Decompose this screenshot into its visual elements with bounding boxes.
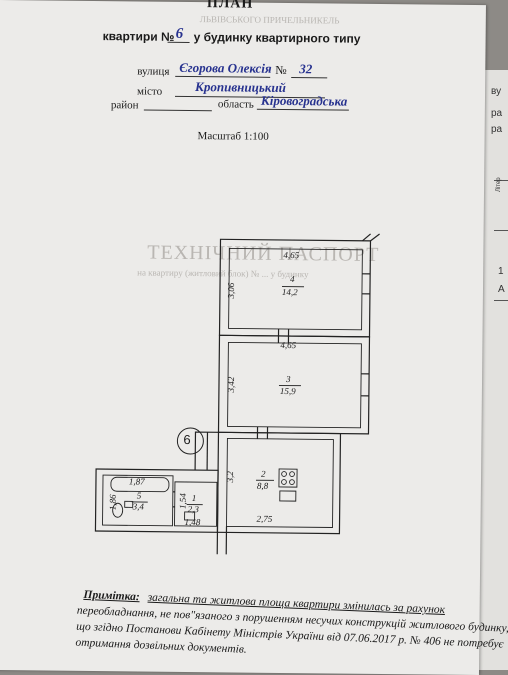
toilet-icon: [112, 502, 124, 518]
room2-area: 8,8: [256, 480, 269, 491]
stove-icon: [278, 468, 298, 488]
dim-room2-height: 3,2: [224, 471, 236, 483]
edge-text-2: ра: [491, 108, 503, 119]
wall-outline-wet: [94, 468, 219, 533]
dim-room5-width: 1,87: [128, 476, 145, 487]
room1-number: 1: [191, 493, 197, 504]
dim-top-width: 4,65: [283, 249, 300, 261]
dim-mid-width: 4,65: [280, 339, 297, 351]
flat-number-circle: [176, 427, 204, 455]
floor-plan: [94, 233, 380, 555]
edge-text-1: ву: [491, 86, 502, 97]
room1-area: 2,3: [187, 503, 199, 515]
dim-room1-height: 1,54: [177, 493, 188, 509]
edge-text-3: ра: [491, 124, 503, 135]
room5-number: 5: [136, 490, 142, 501]
edge-text-4: Літер: [496, 177, 502, 192]
room2-number: 2: [261, 468, 266, 479]
bathtub-icon: [110, 476, 170, 493]
dim-room3-height: 3,42: [225, 376, 237, 393]
sink-icon: [184, 511, 196, 521]
edge-text-5: 1: [498, 266, 504, 277]
room4-number: 4: [290, 274, 295, 285]
edge-text-6: А: [498, 284, 505, 295]
room5-area: 3,4: [132, 501, 145, 512]
dim-room4-height: 3,06: [225, 282, 237, 299]
dim-room5-height: 1,86: [107, 494, 118, 511]
room3-number: 3: [285, 374, 291, 385]
dim-room2-width: 2,75: [256, 513, 273, 524]
flat-circle-label: 6: [183, 431, 191, 448]
dim-room1-width: 1,48: [184, 516, 201, 528]
room3-area: 15,9: [279, 385, 296, 397]
room4-area: 14,2: [281, 286, 298, 298]
